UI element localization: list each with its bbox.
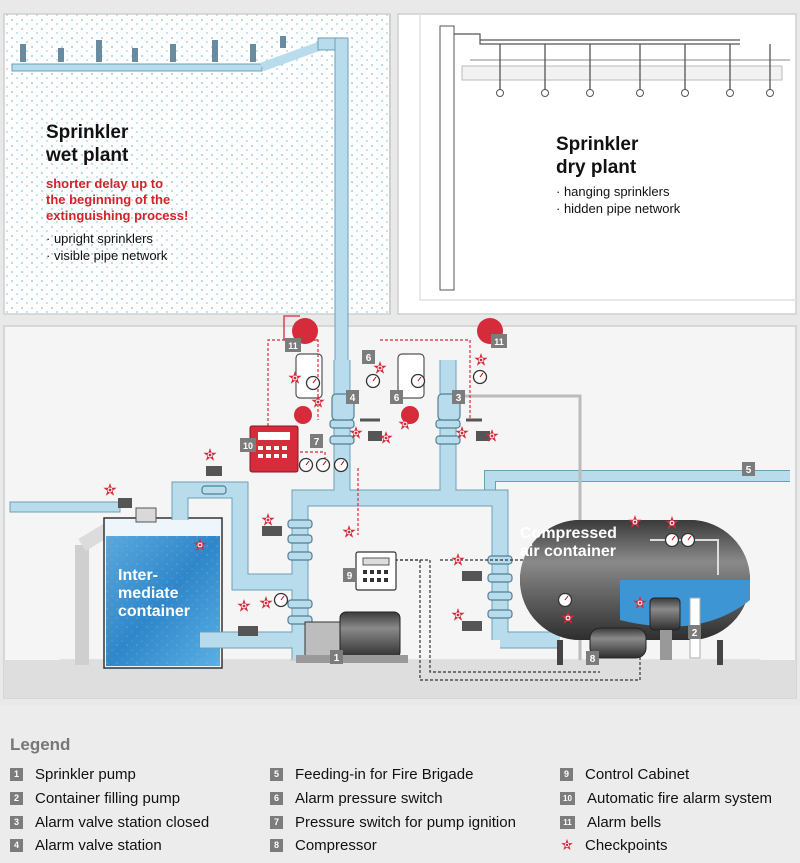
legend-badge: 11 [560,815,575,829]
legend-item-fire-alarm-system: 10 Automatic fire alarm system [560,789,772,807]
legend: Legend 1 Sprinkler pump 2 Container fill… [0,705,800,863]
marker-10: 10 [240,438,256,452]
marker-5: 5 [742,462,755,476]
intermediate-label-3: container [118,603,190,620]
legend-label: Pressure switch for pump ignition [295,813,516,831]
legend-label: Sprinkler pump [35,765,136,783]
marker-3: 3 [452,390,465,404]
marker-9: 9 [343,568,356,582]
legend-item-checkpoints: Checkpoints [560,836,668,854]
svg-text:7: 7 [314,437,320,448]
wet-plant-text: Sprinkler wet plant shorter delay up to … [45,122,188,263]
dry-plant-title-2: dry plant [556,157,637,178]
dry-plant-bullet-1: · hanging sprinklers [556,184,670,199]
wet-plant-highlight-1: shorter delay up to [46,176,163,191]
legend-label: Compressor [295,836,377,854]
svg-text:6: 6 [394,393,400,404]
legend-badge: 9 [560,767,573,781]
marker-1: 1 [330,650,343,664]
svg-text:10: 10 [243,441,253,451]
sprinkler-system-diagram: Sprinkler wet plant shorter delay up to … [3,13,797,699]
legend-item-sprinkler-pump: 1 Sprinkler pump [10,765,136,783]
compressed-label-2: air container [520,543,616,560]
legend-item-fire-brigade-feed: 5 Feeding-in for Fire Brigade [270,765,473,783]
wet-plant-bullet-1: · upright sprinklers [46,231,153,246]
legend-badge: 6 [270,791,283,805]
legend-label: Feeding-in for Fire Brigade [295,765,474,783]
legend-label: Alarm valve station [35,836,162,854]
legend-item-alarm-valve-closed: 3 Alarm valve station closed [10,813,209,831]
svg-text:4: 4 [350,393,356,404]
checkpoint-icon [561,838,573,850]
component-markers: 1 2 3 4 5 6 6 7 8 9 10 11 11 [240,334,755,665]
svg-text:8: 8 [590,654,596,665]
legend-item-control-cabinet: 9 Control Cabinet [560,765,689,783]
marker-7: 7 [310,434,323,448]
svg-text:11: 11 [288,341,298,351]
pipe-valves [118,431,490,636]
legend-label: Alarm valve station closed [35,813,210,831]
wet-plant-title-1: Sprinkler [46,122,129,143]
svg-text:2: 2 [692,628,698,639]
legend-label: Alarm bells [587,813,662,831]
dry-plant-bullet-2: · hidden pipe network [556,201,681,216]
marker-4: 4 [346,390,359,404]
compressed-label-1: Compressed [520,525,617,542]
wet-plant-bullet-2: · visible pipe network [46,248,168,263]
legend-badge: 8 [270,838,283,852]
svg-text:11: 11 [494,337,504,347]
legend-item-compressor: 8 Compressor [270,836,377,854]
control-cabinet [355,551,397,591]
legend-badge: 4 [10,838,23,852]
dry-plant-text: Sprinkler dry plant · hanging sprinklers… [556,134,681,216]
dry-ceiling-pipe [439,25,790,291]
alarm-bell-left [292,318,318,344]
svg-text:9: 9 [347,571,353,582]
wet-plant-highlight-2: the beginning of the [46,192,170,207]
marker-6a: 6 [362,350,375,364]
svg-text:1: 1 [334,653,340,664]
svg-text:6: 6 [366,353,372,364]
intermediate-label-1: Inter- [118,567,158,584]
legend-badge: 7 [270,815,283,829]
legend-badge: 1 [10,767,23,781]
legend-label: Checkpoints [585,836,668,854]
legend-label: Alarm pressure switch [295,789,443,807]
legend-title: Legend [10,735,71,754]
legend-item-alarm-pressure-switch: 6 Alarm pressure switch [270,789,443,807]
wet-plant-title-2: wet plant [45,145,129,166]
marker-11a: 11 [285,338,301,352]
legend-item-container-filling-pump: 2 Container filling pump [10,789,180,807]
marker-8: 8 [586,651,599,665]
marker-2: 2 [688,625,701,639]
intermediate-label-2: mediate [118,585,179,602]
wet-plant-highlight-3: extinguishing process! [46,208,188,223]
legend-badge: 5 [270,767,283,781]
legend-label: Container filling pump [35,789,181,807]
legend-item-alarm-valve-station: 4 Alarm valve station [10,836,162,854]
legend-badge: 10 [560,791,575,805]
sprinkler-pump [296,611,408,663]
marker-11b: 11 [491,334,507,348]
legend-label: Control Cabinet [585,765,690,783]
marker-6b: 6 [390,390,403,404]
legend-item-pump-pressure-switch: 7 Pressure switch for pump ignition [270,813,516,831]
legend-label: Automatic fire alarm system [587,789,773,807]
fire-brigade-feed-pipe [9,470,790,513]
dry-plant-title-1: Sprinkler [556,134,639,155]
svg-text:3: 3 [456,393,462,404]
legend-badge: 2 [10,791,23,805]
legend-item-alarm-bells: 11 Alarm bells [560,813,661,831]
legend-badge: 3 [10,815,23,829]
svg-text:5: 5 [746,465,752,476]
fire-alarm-panel [249,425,299,473]
